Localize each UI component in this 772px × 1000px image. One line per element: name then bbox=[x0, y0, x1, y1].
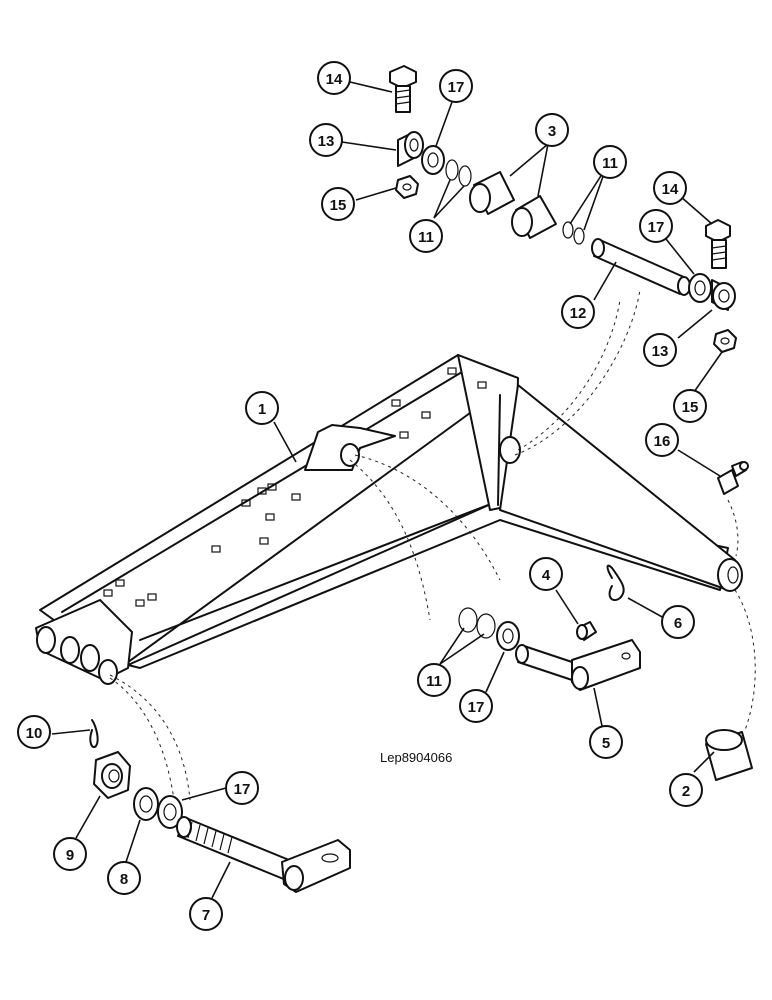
bushing-3b bbox=[511, 195, 557, 239]
svg-text:14: 14 bbox=[326, 71, 343, 88]
svg-text:3: 3 bbox=[548, 123, 556, 140]
callout-10: 10 bbox=[17, 715, 51, 749]
callout-16: 16 bbox=[645, 423, 679, 457]
grease-nipple-16 bbox=[717, 461, 749, 495]
collar-13-top bbox=[397, 131, 424, 167]
callouts: 14 17 13 15 11 3 11 14 17 12 13 15 16 1 … bbox=[17, 61, 707, 931]
svg-text:14: 14 bbox=[662, 181, 679, 198]
callout-17-right: 17 bbox=[639, 209, 673, 243]
castle-nut-9 bbox=[93, 751, 131, 799]
svg-text:7: 7 bbox=[202, 907, 210, 924]
svg-text:17: 17 bbox=[234, 781, 251, 798]
callout-17-top: 17 bbox=[439, 69, 473, 103]
svg-text:8: 8 bbox=[120, 871, 128, 888]
callout-1: 1 bbox=[245, 391, 279, 425]
bushing-2 bbox=[705, 729, 753, 781]
callout-11-top: 11 bbox=[409, 219, 443, 253]
svg-text:15: 15 bbox=[330, 197, 347, 214]
pin-7 bbox=[176, 816, 351, 893]
svg-text:13: 13 bbox=[652, 343, 669, 360]
svg-text:13: 13 bbox=[318, 133, 335, 150]
svg-text:11: 11 bbox=[418, 229, 434, 246]
pin-5 bbox=[515, 639, 641, 691]
callout-13-right: 13 bbox=[643, 333, 677, 367]
callout-12: 12 bbox=[561, 295, 595, 329]
loose-parts bbox=[89, 65, 753, 893]
a-frame-boom bbox=[35, 354, 743, 685]
bushing-3a bbox=[469, 171, 515, 215]
callout-8: 8 bbox=[107, 861, 141, 895]
svg-text:5: 5 bbox=[602, 735, 610, 752]
svg-text:10: 10 bbox=[26, 725, 43, 742]
svg-text:11: 11 bbox=[426, 673, 442, 690]
callout-17-bottom: 17 bbox=[225, 771, 259, 805]
svg-text:12: 12 bbox=[570, 305, 587, 322]
callout-3: 3 bbox=[535, 113, 569, 147]
callout-17-lower: 17 bbox=[459, 689, 493, 723]
callout-4: 4 bbox=[529, 557, 563, 591]
svg-text:11: 11 bbox=[602, 155, 618, 172]
svg-text:4: 4 bbox=[542, 567, 551, 584]
svg-text:9: 9 bbox=[66, 847, 74, 864]
svg-text:16: 16 bbox=[654, 433, 671, 450]
bolt-14-top bbox=[389, 65, 417, 113]
callout-11-right: 11 bbox=[593, 145, 627, 179]
callout-14-top: 14 bbox=[317, 61, 351, 95]
callout-15-top: 15 bbox=[321, 187, 355, 221]
svg-text:15: 15 bbox=[682, 399, 699, 416]
pin-12 bbox=[591, 238, 691, 296]
svg-text:2: 2 bbox=[682, 783, 690, 800]
svg-text:17: 17 bbox=[648, 219, 665, 236]
callout-15-right: 15 bbox=[673, 389, 707, 423]
callout-7: 7 bbox=[189, 897, 223, 931]
drawing-code: Lep8904066 bbox=[380, 750, 452, 765]
callout-6: 6 bbox=[661, 605, 695, 639]
svg-text:1: 1 bbox=[258, 401, 266, 418]
callout-13-top: 13 bbox=[309, 123, 343, 157]
svg-text:17: 17 bbox=[448, 79, 465, 96]
svg-text:6: 6 bbox=[674, 615, 682, 632]
callout-9: 9 bbox=[53, 837, 87, 871]
callout-14-right: 14 bbox=[653, 171, 687, 205]
callout-11-lower: 11 bbox=[417, 663, 451, 697]
callout-2: 2 bbox=[669, 773, 703, 807]
svg-text:17: 17 bbox=[468, 699, 485, 716]
leader-lines bbox=[51, 81, 723, 899]
callout-5: 5 bbox=[589, 725, 623, 759]
